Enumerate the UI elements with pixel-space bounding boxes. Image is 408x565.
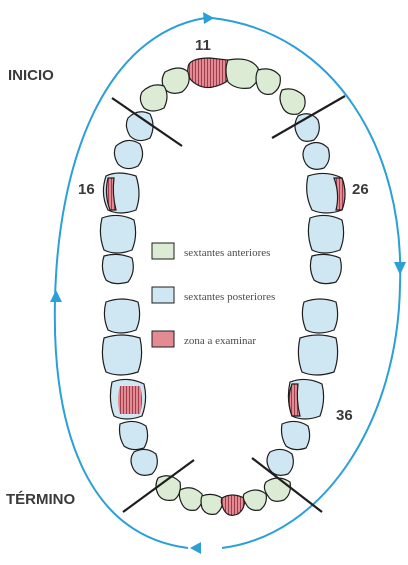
tooth-48: [104, 299, 139, 333]
label-tooth-26: 26: [352, 181, 369, 198]
tooth-38: [302, 299, 337, 333]
arrow-head-bottom-icon: [190, 542, 201, 554]
tooth-28: [310, 254, 341, 283]
label-end: TÉRMINO: [6, 491, 75, 508]
legend: sextantes anteriores sextantes posterior…: [152, 243, 275, 347]
lower-posterior-right-hatch-group: [118, 386, 142, 414]
tooth-45: [120, 421, 148, 449]
tooth-22: [256, 69, 280, 95]
arrow-head-right-icon: [394, 262, 406, 275]
arrow-head-top-icon: [203, 12, 214, 24]
upper-anterior-teeth: [140, 58, 305, 114]
tooth-15: [114, 140, 142, 168]
tooth-35: [282, 421, 310, 449]
label-start: INICIO: [8, 67, 54, 84]
lower-anterior-teeth: [156, 476, 290, 516]
tooth-21: [226, 59, 259, 88]
legend-swatch-anterior: [152, 243, 174, 259]
tooth-46-hatch: [118, 386, 142, 414]
tooth-18: [102, 254, 133, 283]
legend-label-anterior: sextantes anteriores: [184, 247, 270, 259]
tooth-27: [308, 215, 343, 253]
tooth-44: [131, 449, 157, 475]
legend-swatch-posterior: [152, 287, 174, 303]
label-tooth-36: 36: [336, 407, 353, 424]
tooth-42: [179, 488, 202, 511]
tooth-32: [243, 490, 266, 510]
tooth-31: [221, 495, 244, 515]
tooth-17: [100, 215, 135, 253]
upper-posterior-left: [295, 114, 345, 284]
label-tooth-16: 16: [78, 181, 95, 198]
tooth-41: [201, 494, 222, 514]
circulation-arrow: [50, 12, 406, 554]
tooth-33: [264, 478, 290, 501]
upper-posterior-right: [100, 112, 153, 284]
lower-arch: [102, 299, 337, 515]
tooth-47: [102, 335, 141, 375]
legend-swatch-examine: [152, 331, 174, 347]
tooth-11: [188, 58, 230, 88]
arrow-head-left-icon: [50, 290, 62, 302]
tooth-13: [140, 85, 167, 111]
tooth-37: [298, 335, 337, 375]
lower-posterior-left: [267, 299, 338, 475]
legend-label-posterior: sextantes posteriores: [184, 291, 275, 303]
legend-label-examine: zona a examinar: [184, 335, 256, 347]
tooth-23: [280, 89, 305, 114]
label-tooth-11: 11: [195, 37, 211, 54]
tooth-25: [303, 142, 329, 169]
